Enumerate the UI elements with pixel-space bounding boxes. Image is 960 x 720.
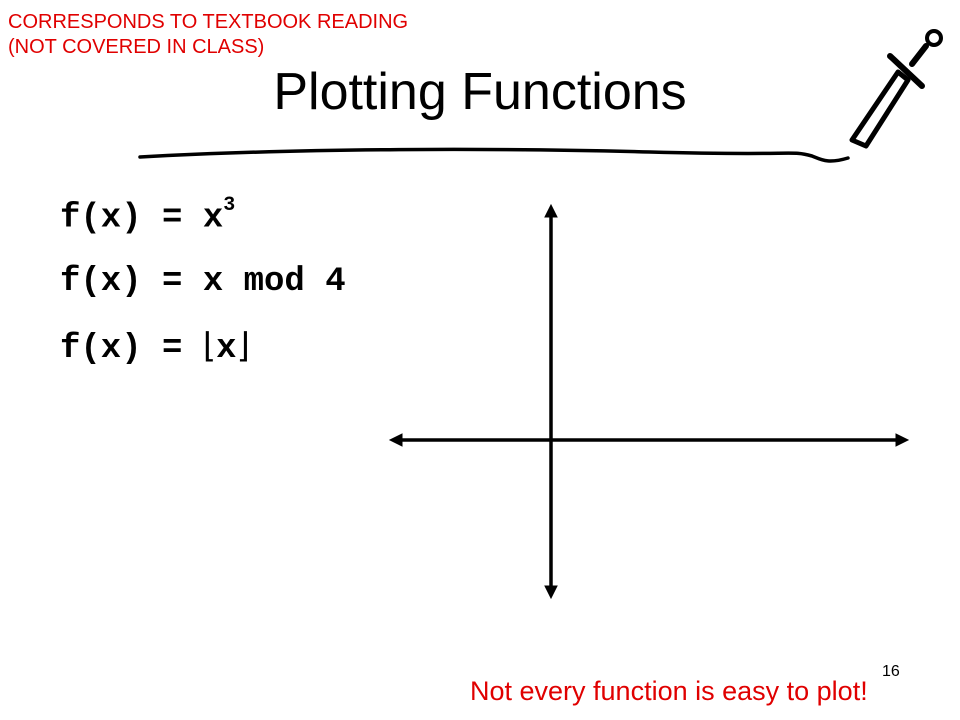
axes <box>388 203 910 600</box>
formula-floor-var: x <box>216 330 237 369</box>
x-axis-right-arrow <box>895 433 910 447</box>
page-number: 16 <box>882 663 900 680</box>
formula-floor: f(x) = ⌊x⌋ <box>60 314 346 381</box>
textbook-notice: CORRESPONDS TO TEXTBOOK READING (NOT COV… <box>8 10 408 60</box>
notice-line-2: (NOT COVERED IN CLASS) <box>8 36 265 58</box>
title-underline <box>138 147 850 163</box>
formula-cube-exponent: 3 <box>223 194 236 217</box>
formula-list: f(x) = x3 f(x) = x mod 4 f(x) = ⌊x⌋ <box>60 178 346 381</box>
sword-icon <box>849 29 943 149</box>
slide-title: Plotting Functions <box>273 63 687 121</box>
caption-note: Not every function is easy to plot! <box>470 676 868 706</box>
formula-floor-lhs: f(x) = <box>60 330 203 369</box>
formula-mod: f(x) = x mod 4 <box>60 263 346 302</box>
x-axis-left-arrow <box>388 433 403 447</box>
notice-line-1: CORRESPONDS TO TEXTBOOK READING <box>8 11 409 33</box>
formula-cube: f(x) = x3 <box>60 178 346 250</box>
formula-cube-lhs: f(x) = x <box>60 199 224 238</box>
floor-open-bracket: ⌊ <box>202 326 217 367</box>
y-axis-down-arrow <box>544 585 558 600</box>
y-axis-up-arrow <box>544 203 558 218</box>
floor-close-bracket: ⌋ <box>236 326 250 367</box>
